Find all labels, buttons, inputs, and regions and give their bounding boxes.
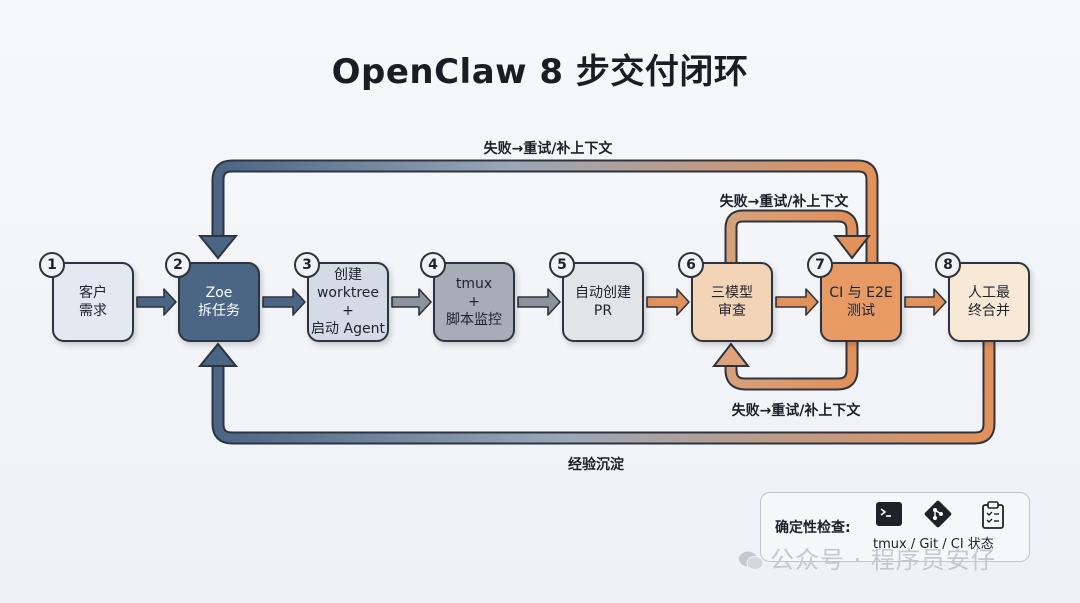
loop-top-outer-label: 失败→重试/补上下文 <box>483 141 613 157</box>
step-1-label: 客户 需求 <box>79 285 107 319</box>
loop-bottom-inner-label: 失败→重试/补上下文 <box>731 403 861 419</box>
step-3-number-badge: 3 <box>294 252 320 278</box>
clipboard-icon <box>982 501 1004 529</box>
legend-label: 确定性检查: <box>775 520 851 536</box>
arrow-step-2-to-3 <box>262 288 306 316</box>
loop-bottom-outer-arrow <box>211 342 996 445</box>
step-7-label: CI 与 E2E 测试 <box>829 285 893 319</box>
step-4-label: tmux + 脚本监控 <box>446 276 502 328</box>
watermark-text: 公众号 · 程序员安仔 <box>770 546 996 574</box>
arrow-step-3-to-4 <box>391 288 432 316</box>
terminal-icon <box>876 502 902 526</box>
step-6-box: 三模型 审查 <box>691 262 773 342</box>
diagram-title: OpenClaw 8 步交付闭环 <box>331 52 749 92</box>
step-5-number-badge: 5 <box>549 252 575 278</box>
git-icon <box>924 500 952 528</box>
step-2-number-badge: 2 <box>165 252 191 278</box>
step-8-number-badge: 8 <box>935 252 961 278</box>
step-4-number-badge: 4 <box>420 252 446 278</box>
step-3-box: 创建 worktree + 启动 Agent <box>307 262 389 342</box>
loop-top-inner-label: 失败→重试/补上下文 <box>719 194 849 210</box>
loop-bottom-outer-label: 经验沉淀 <box>568 457 624 473</box>
step-2-box: Zoe 拆任务 <box>178 262 260 342</box>
arrow-step-6-to-7 <box>775 288 819 316</box>
legend-panel: 确定性检查: tmux / Git / CI 状态 <box>760 492 1030 562</box>
step-5-box: 自动创建 PR <box>562 262 644 342</box>
step-1-number-badge: 1 <box>39 252 65 278</box>
step-7-box: CI 与 E2E 测试 <box>820 262 902 342</box>
step-7-number-badge: 7 <box>807 252 833 278</box>
legend-items: tmux / Git / CI 状态 <box>873 537 994 552</box>
step-6-label: 三模型 审查 <box>711 285 753 319</box>
watermark: 公众号 · 程序员安仔 <box>738 540 996 575</box>
arrow-step-7-to-8 <box>904 288 947 316</box>
step-2-label: Zoe 拆任务 <box>198 285 240 319</box>
step-4-box: tmux + 脚本监控 <box>433 262 515 342</box>
wechat-icon <box>739 551 764 570</box>
arrow-step-5-to-6 <box>646 288 690 316</box>
arrow-step-4-to-5 <box>517 288 561 316</box>
step-6-number-badge: 6 <box>678 252 704 278</box>
step-1-box: 客户 需求 <box>52 262 134 342</box>
step-3-label: 创建 worktree + 启动 Agent <box>311 267 385 337</box>
loop-bottom-inner-arrow <box>724 342 859 391</box>
step-5-label: 自动创建 PR <box>575 285 631 319</box>
step-8-label: 人工最 终合并 <box>968 285 1010 319</box>
arrow-step-1-to-2 <box>136 288 177 316</box>
loop-top-inner-arrow <box>724 209 859 262</box>
step-8-box: 人工最 终合并 <box>948 262 1030 342</box>
